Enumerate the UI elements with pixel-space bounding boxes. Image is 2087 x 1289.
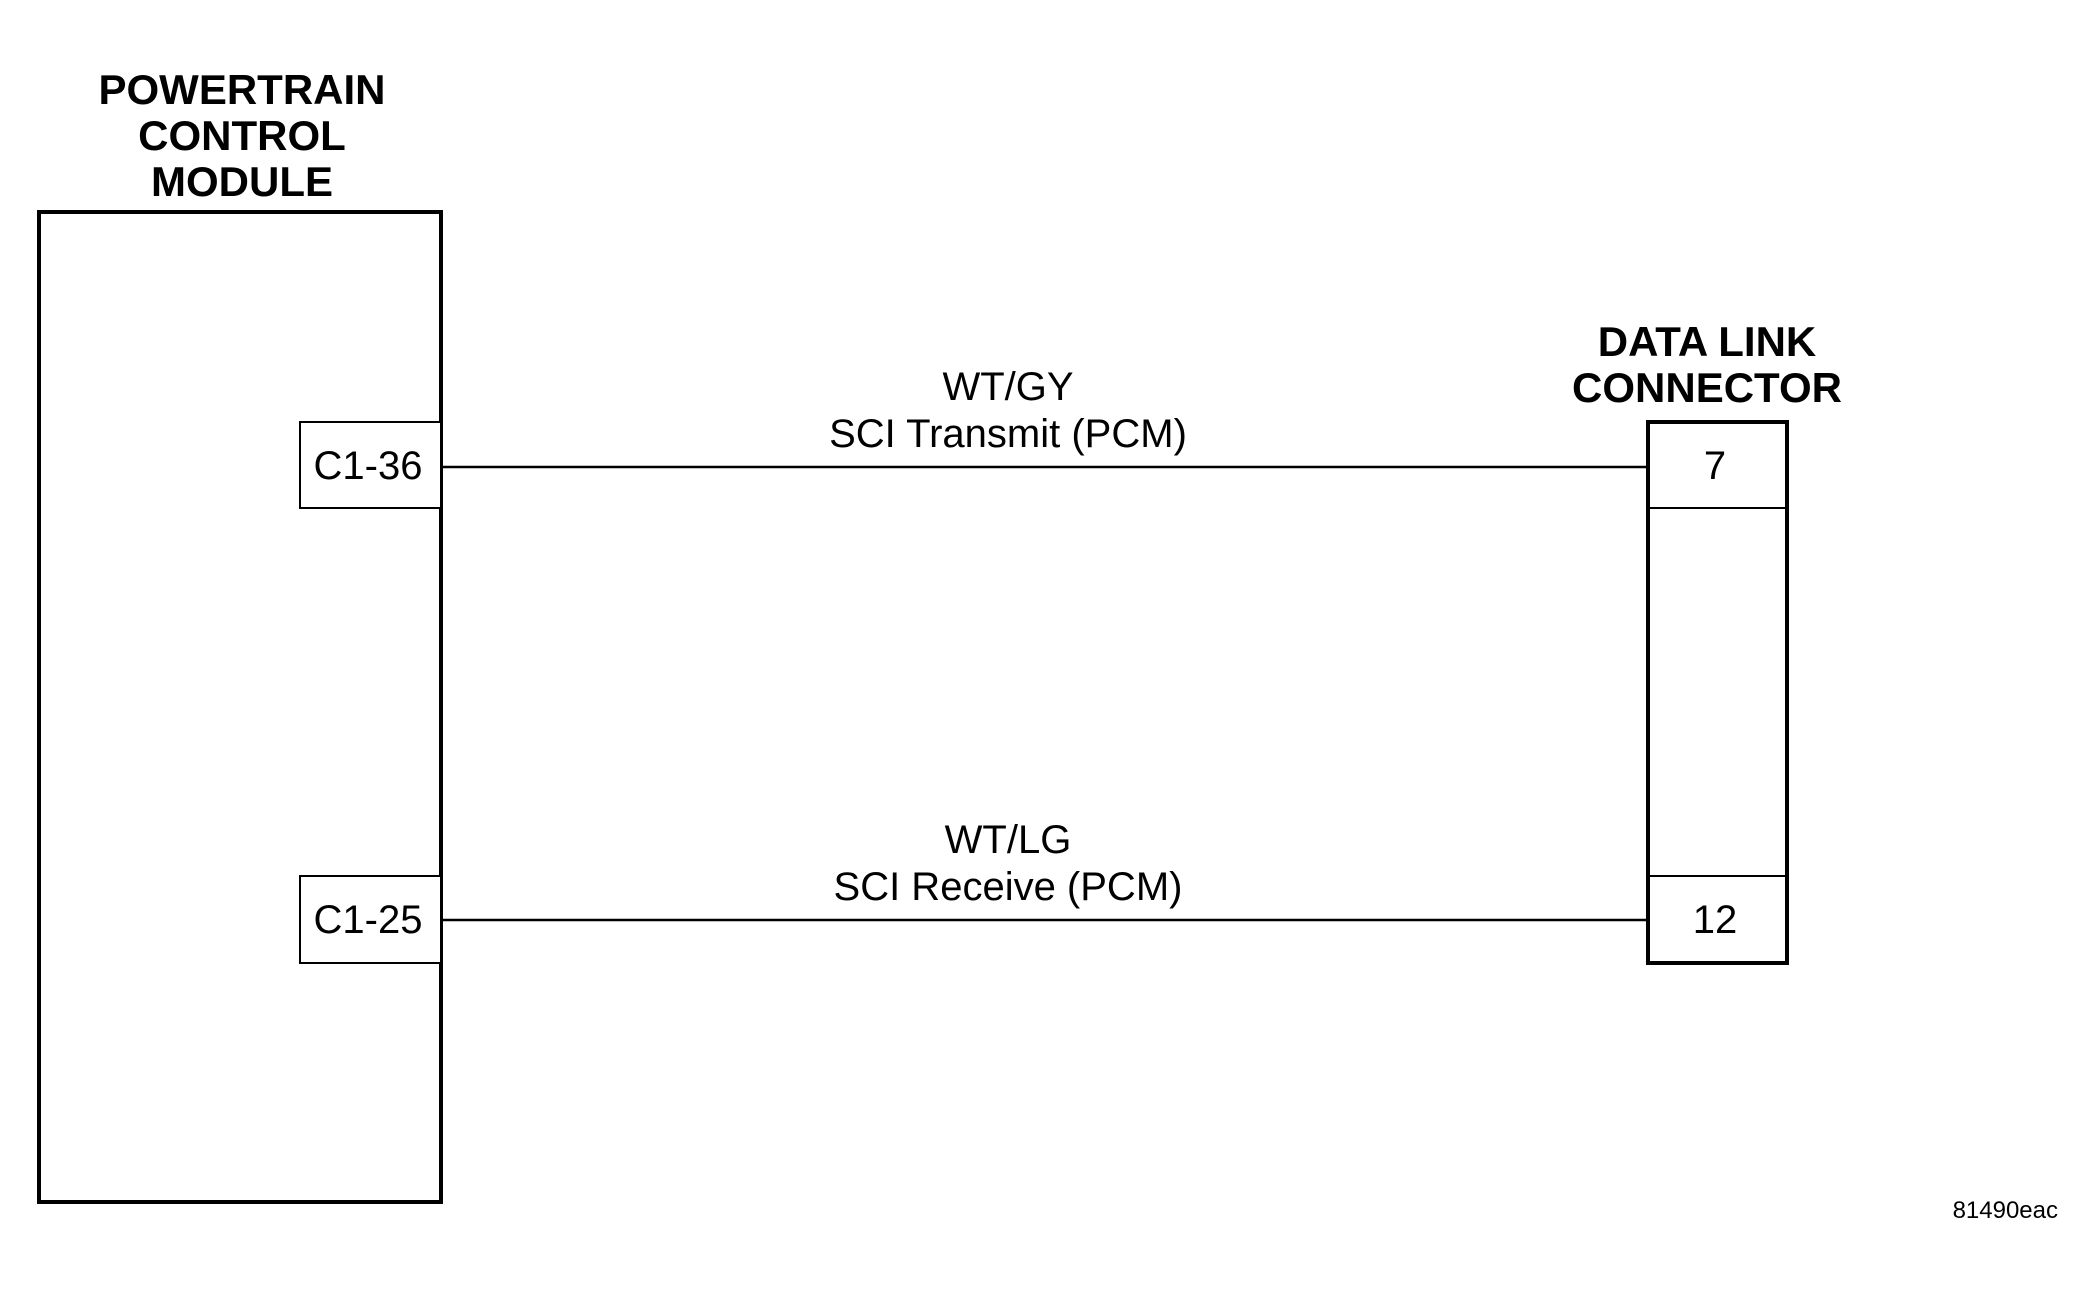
dlc-title-line-2: CONNECTOR (1572, 364, 1842, 411)
wire-label-receive: WT/LG SCI Receive (PCM) (834, 818, 1183, 909)
dlc-connector-box (1646, 420, 1789, 965)
dlc-title: DATA LINK CONNECTOR (1572, 318, 1842, 411)
pcm-title-line-2: CONTROL (138, 112, 346, 159)
pcm-pin-c1-36: C1-36 (299, 421, 442, 509)
wire-color-code-transmit: WT/GY (942, 365, 1073, 409)
wire-signal-transmit: SCI Transmit (PCM) (829, 412, 1187, 456)
pcm-pin-label-c1-36: C1-36 (314, 444, 423, 488)
pcm-title-line-3: MODULE (151, 158, 333, 205)
figure-id: 81490eac (1953, 1197, 2058, 1224)
pcm-pin-c1-25: C1-25 (299, 875, 442, 964)
wire-color-code-receive: WT/LG (945, 818, 1072, 862)
pcm-module-box (37, 210, 443, 1204)
dlc-pin-label-12: 12 (1693, 898, 1738, 942)
wire-label-transmit: WT/GY SCI Transmit (PCM) (829, 365, 1187, 456)
wire-signal-receive: SCI Receive (PCM) (834, 865, 1183, 909)
pcm-title: POWERTRAIN CONTROL MODULE (99, 66, 386, 205)
pcm-pin-label-c1-25: C1-25 (314, 898, 423, 942)
pcm-title-line-1: POWERTRAIN (99, 66, 386, 113)
dlc-title-line-1: DATA LINK (1598, 318, 1817, 365)
dlc-pin-label-7: 7 (1704, 444, 1726, 488)
